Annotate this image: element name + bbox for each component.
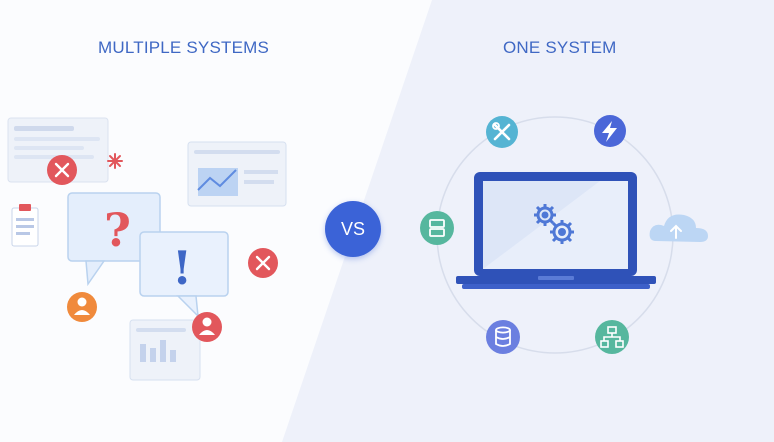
tools-icon — [486, 116, 518, 148]
server-icon — [420, 211, 454, 245]
question-speech-bubble — [67, 192, 161, 287]
form-window-icon — [7, 117, 109, 183]
database-icon — [486, 320, 520, 354]
sparkle-icon — [107, 153, 123, 169]
form-window-icon — [129, 319, 201, 381]
network-icon — [595, 320, 629, 354]
error-icon — [47, 155, 77, 185]
multiple-systems-title: MULTIPLE SYSTEMS — [98, 38, 270, 57]
vs-badge: VS — [325, 201, 381, 257]
one-system-title: ONE SYSTEM — [503, 38, 617, 57]
error-icon — [248, 248, 278, 278]
laptop — [456, 172, 656, 289]
user-icon — [67, 292, 97, 322]
cloud-icon — [649, 214, 708, 242]
exclamation-speech-bubble — [139, 231, 229, 319]
question-mark: ? — [104, 203, 131, 257]
gears-icon — [534, 204, 574, 244]
chart-window-icon — [187, 141, 287, 207]
lightning-icon — [594, 115, 626, 147]
exclamation-mark: ! — [172, 241, 193, 295]
user-icon — [192, 312, 222, 342]
clipboard-icon — [11, 204, 39, 247]
